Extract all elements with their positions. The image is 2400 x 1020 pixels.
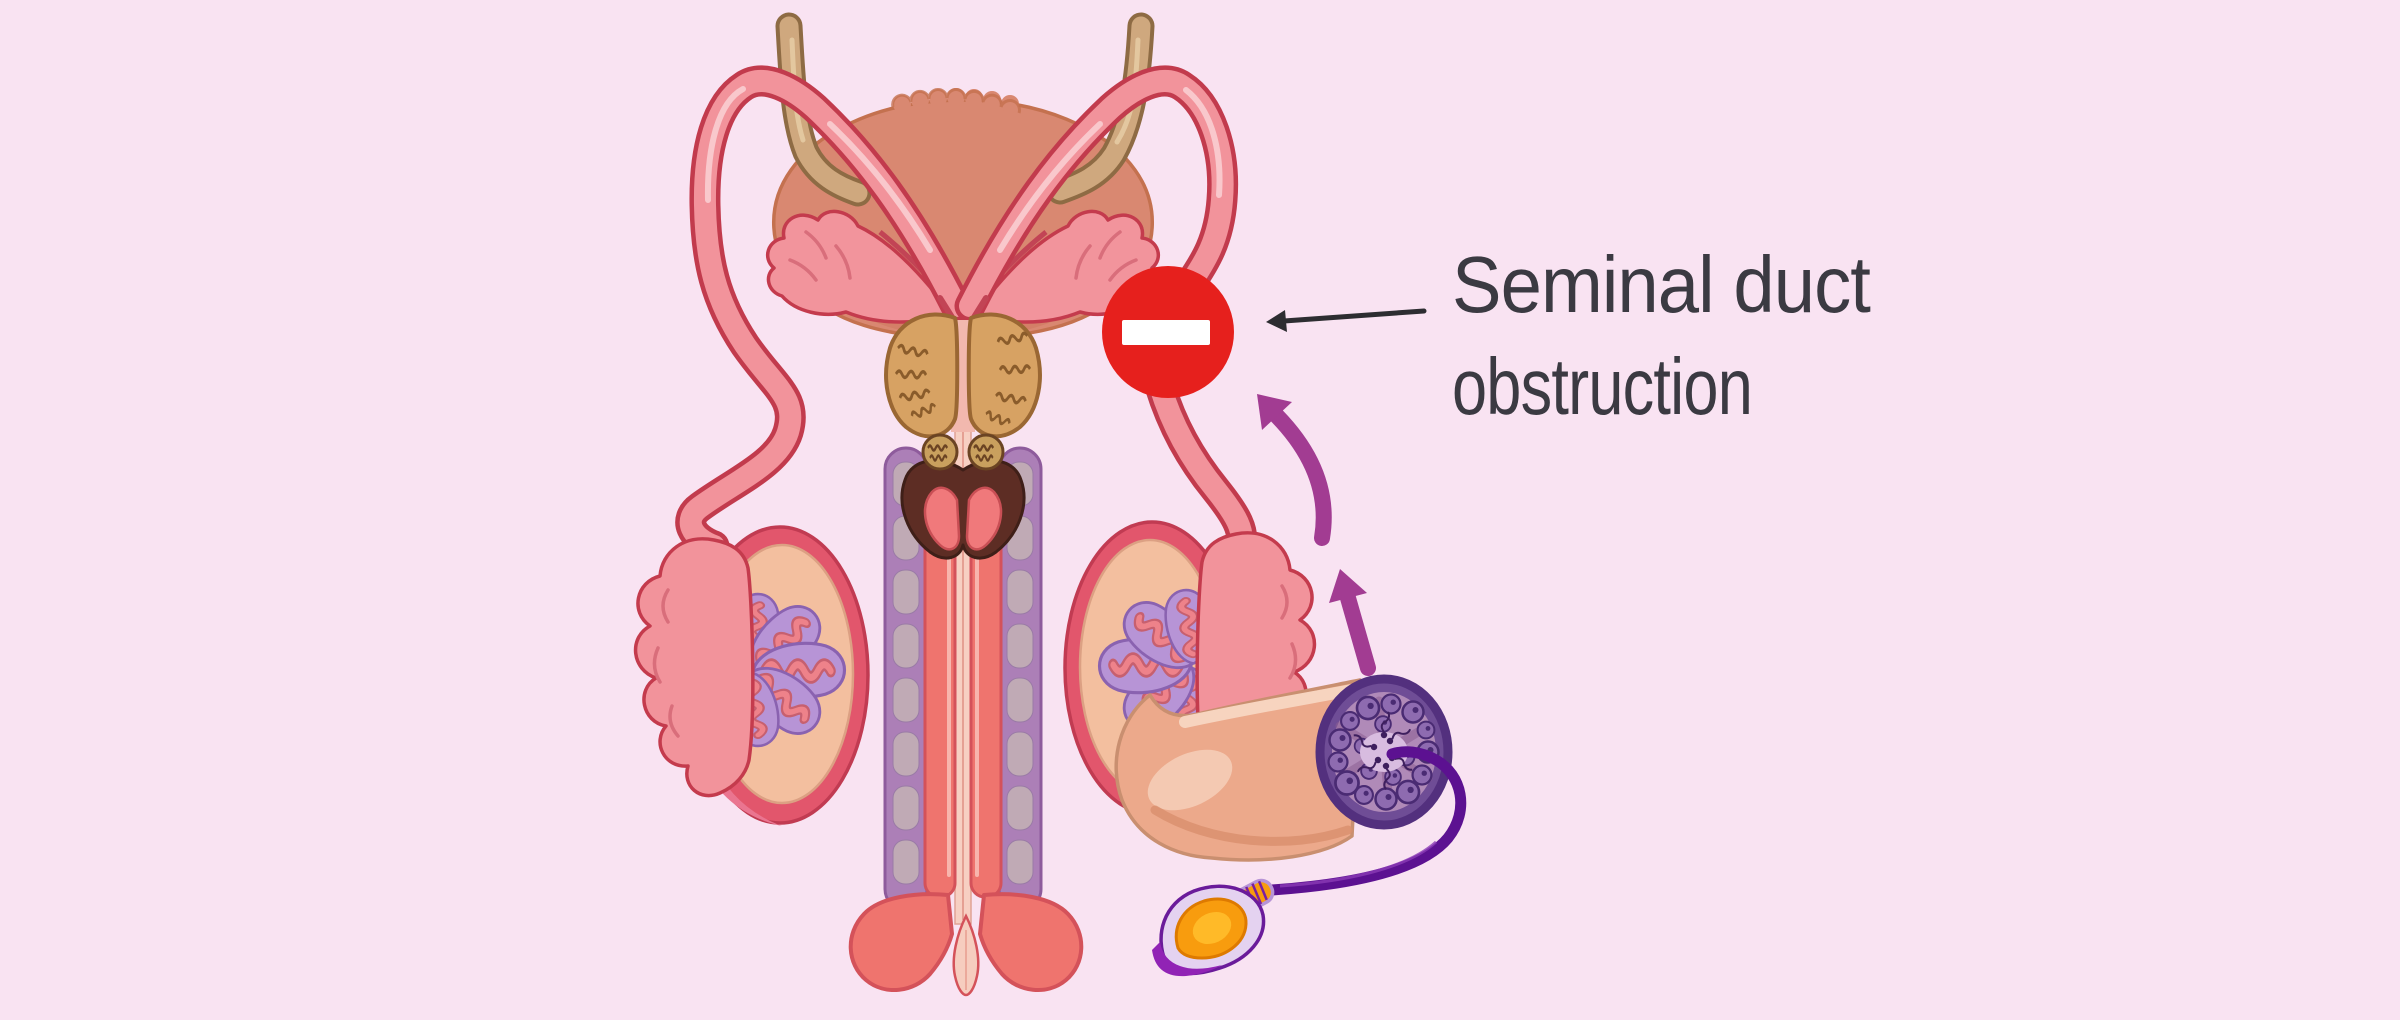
glans: [848, 892, 1084, 997]
sperm-cell: [1152, 746, 1467, 977]
label-line2: obstruction: [1452, 342, 1752, 431]
label-line1: Seminal duct: [1452, 240, 1871, 329]
left-epididymis: [633, 537, 755, 798]
prostate-gland: [884, 312, 1042, 439]
left-seminal-vesicle: [765, 209, 952, 324]
left-vas-deferens: [675, 65, 972, 562]
flow-arrow-upper: [1257, 394, 1332, 546]
sperm-tail: [1266, 746, 1467, 896]
right-seminal-vesicle: [974, 209, 1161, 324]
flow-arrow-lower: [1329, 569, 1376, 676]
cavernosum-segments: [892, 461, 1034, 885]
seminiferous-tubule-cross-section: [1315, 674, 1453, 830]
label-text: Seminal duct obstruction: [1452, 240, 1891, 431]
label-pointer-arrow-icon: [1266, 308, 1427, 332]
penile-crura: [900, 459, 1026, 560]
right-vas-deferens: [954, 65, 1239, 322]
right-vas-deferens-lower: [1144, 370, 1258, 564]
bulbourethral-glands: [921, 433, 1005, 471]
sperm-head: [1152, 884, 1266, 977]
efferent-duct-funnel: [1114, 678, 1362, 862]
left-testis: [633, 525, 870, 826]
no-entry-icon: [1102, 266, 1234, 398]
penis-shaft: [883, 446, 1043, 912]
